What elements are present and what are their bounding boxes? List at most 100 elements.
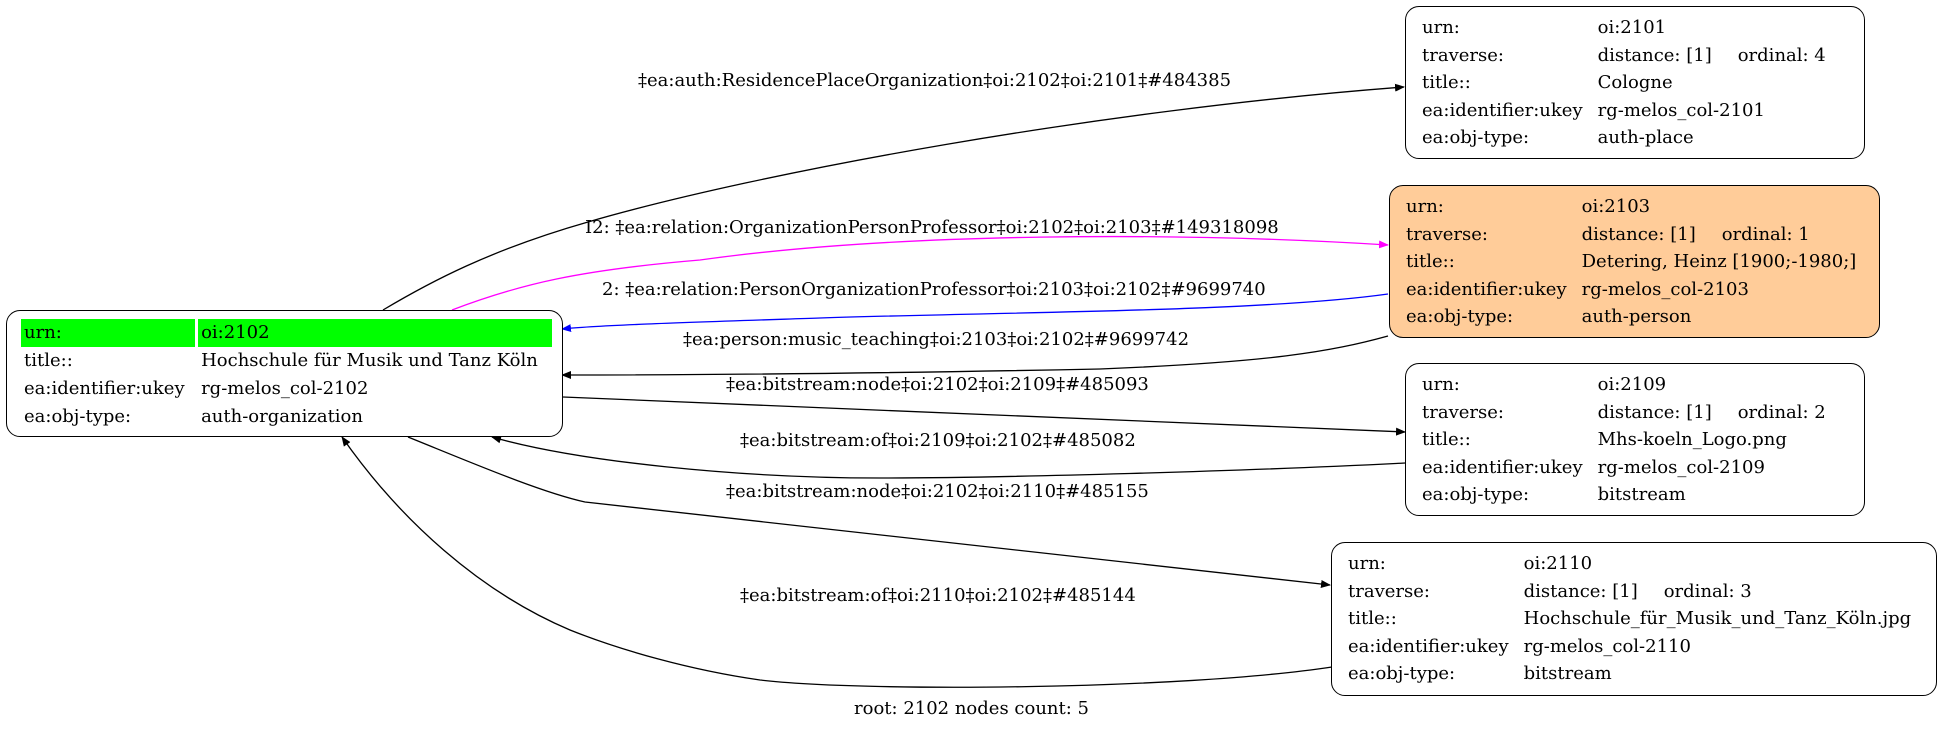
row-key: title:: [1422, 429, 1471, 450]
node-row-title: title::Hochschule_für_Musik_und_Tanz_Köl… [1345, 605, 1917, 633]
node-row-traverse: traverse:distance: [1]ordinal: 3 [1345, 578, 1917, 606]
node-row-traverse: traverse: distance: [1] ordinal: 2 [1419, 399, 1832, 427]
row-key: ea:obj-type: [24, 406, 132, 427]
row-value: oi:2101 [1597, 17, 1667, 38]
node-2103-table: urn: oi:2103 traverse: distance: [1] ordina… [1403, 193, 1862, 331]
traverse-distance: distance: [1] [1581, 223, 1696, 245]
row-key: ea:identifier:ukey [1422, 99, 1583, 121]
row-key: ea:identifier:ukey [24, 378, 185, 399]
row-value: bitstream [1523, 663, 1612, 684]
node-2102-table: urn: oi:2102 title:: Hochschule für Musi… [21, 319, 552, 431]
row-value: rg-melos_col-2101 [1597, 99, 1765, 121]
node-row-urn: urn: oi:2103 [1403, 193, 1862, 221]
row-key: ea:obj-type: [1406, 306, 1514, 327]
edge-label-e6: ‡ea:bitstream:of‡oi:2109‡oi:2102‡#485082 [740, 430, 1136, 451]
traverse-distance: distance: [1] [1523, 580, 1638, 602]
row-value: bitstream [1597, 484, 1686, 505]
node-row-ukey: ea:identifier:ukey rg-melos_col-2103 [1403, 276, 1862, 304]
edge-label-e1: ‡ea:auth:ResidencePlaceOrganization‡oi:2… [638, 70, 1232, 91]
row-value: auth-person [1581, 306, 1692, 327]
edge-e7 [407, 436, 1331, 588]
traverse-distance: distance: [1] [1597, 401, 1712, 423]
edge-label-e2: I2: ‡ea:relation:OrganizationPersonProfe… [585, 217, 1279, 238]
row-value: oi:2103 [1581, 196, 1651, 217]
row-key: ea:identifier:ukey [1422, 456, 1583, 478]
node-row-objtype: ea:obj-type: auth-person [1403, 303, 1862, 331]
row-key: ea:obj-type: [1348, 663, 1456, 684]
row-key: ea:obj-type: [1422, 484, 1530, 505]
edge-label-e5: ‡ea:bitstream:node‡oi:2102‡oi:2109‡#4850… [726, 374, 1149, 395]
node-row-urn: urn: oi:2110 [1345, 550, 1917, 578]
node-row-traverse: traverse: distance: [1] ordinal: 1 [1403, 221, 1862, 249]
row-key: traverse: [1422, 44, 1504, 66]
row-key: ea:identifier:ukey [1348, 635, 1509, 657]
row-value: Mhs-koeln_Logo.png [1597, 429, 1787, 450]
edge-label-e8: ‡ea:bitstream:of‡oi:2110‡oi:2102‡#485144 [740, 585, 1136, 606]
row-key: urn: [1406, 196, 1444, 217]
edge-label-e4: ‡ea:person:music_teaching‡oi:2103‡oi:210… [683, 329, 1190, 350]
row-value: Hochschule_für_Musik_und_Tanz_Köln.jpg [1523, 608, 1912, 629]
row-value: distance: [1] ordinal: 1 [1579, 221, 1863, 249]
row-key: urn: [21, 319, 199, 347]
row-value: Hochschule für Musik und Tanz Köln [201, 350, 538, 371]
row-key: urn: [1422, 17, 1460, 38]
row-key: title:: [1348, 608, 1397, 629]
row-value: auth-place [1597, 127, 1694, 148]
row-key: ea:obj-type: [1422, 127, 1530, 148]
traverse-ordinal: ordinal: 4 [1737, 44, 1826, 66]
node-row-ukey: ea:identifier:ukey rg-melos_col-2102 [21, 375, 552, 403]
node-oi-2101[interactable]: urn: oi:2101 traverse: distance: [1] ordina… [1405, 6, 1865, 159]
node-row-ukey: ea:identifier:ukey rg-melos_col-2101 [1419, 97, 1832, 125]
node-row-traverse: traverse: distance: [1] ordinal: 4 [1419, 42, 1832, 70]
row-key: urn: [1348, 553, 1386, 574]
row-key: traverse: [1422, 401, 1504, 423]
traverse-distance: distance: [1] [1597, 44, 1712, 66]
row-value: rg-melos_col-2103 [1581, 278, 1749, 300]
traverse-ordinal: ordinal: 1 [1721, 223, 1810, 245]
row-key: traverse: [1406, 223, 1488, 245]
row-value: distance: [1] ordinal: 3 [1521, 578, 1918, 606]
row-value: oi:2109 [1597, 374, 1667, 395]
node-row-objtype: ea:obj-type: auth-organization [21, 403, 552, 431]
row-value: rg-melos_col-2109 [1597, 456, 1765, 478]
edge-e4 [561, 335, 1389, 379]
node-row-ukey: ea:identifier:ukey rg-melos_col-2109 [1419, 454, 1832, 482]
row-value: oi:2110 [1523, 553, 1593, 574]
node-row-objtype: ea:obj-type: bitstream [1419, 481, 1832, 509]
node-row-title: title::Mhs-koeln_Logo.png [1419, 426, 1832, 454]
edge-e8 [341, 436, 1333, 688]
graph-footer: root: 2102 nodes count: 5 [854, 698, 1089, 719]
node-2101-table: urn: oi:2101 traverse: distance: [1] ordina… [1419, 14, 1832, 152]
row-value: distance: [1] ordinal: 2 [1595, 399, 1832, 427]
edge-e1 [382, 83, 1405, 311]
node-oi-2103[interactable]: urn: oi:2103 traverse: distance: [1] ordina… [1389, 185, 1880, 338]
edge-e5 [562, 396, 1406, 436]
row-key: title:: [1406, 251, 1455, 272]
row-key: title:: [24, 350, 73, 371]
row-value: rg-melos_col-2102 [201, 378, 369, 399]
edge-e6 [491, 435, 1406, 479]
row-key: ea:identifier:ukey [1406, 278, 1567, 300]
node-row-urn: urn: oi:2109 [1419, 371, 1832, 399]
traverse-ordinal: ordinal: 2 [1737, 401, 1826, 423]
node-row-title: title:: Hochschule für Musik und Tanz Kö… [21, 347, 552, 375]
row-value: rg-melos_col-2110 [1523, 635, 1691, 657]
row-value: Detering, Heinz [1900;-1980;] [1581, 251, 1857, 272]
edge-label-e3: 2: ‡ea:relation:PersonOrganizationProfes… [602, 279, 1266, 300]
node-row-urn: urn: oi:2102 [21, 319, 552, 347]
node-2109-table: urn: oi:2109 traverse: distance: [1] ordina… [1419, 371, 1832, 509]
node-row-title: title::Detering, Heinz [1900;-1980;] [1403, 248, 1862, 276]
row-value: Cologne [1597, 72, 1673, 93]
traverse-ordinal: ordinal: 3 [1663, 580, 1752, 602]
row-key: urn: [1422, 374, 1460, 395]
node-row-objtype: ea:obj-type: bitstream [1345, 660, 1917, 688]
node-oi-2102[interactable]: urn: oi:2102 title:: Hochschule für Musi… [6, 310, 563, 437]
edge-e3 [561, 293, 1389, 333]
node-oi-2109[interactable]: urn: oi:2109 traverse: distance: [1] ordina… [1405, 363, 1865, 516]
row-key: title:: [1422, 72, 1471, 93]
node-row-ukey: ea:identifier:ukey rg-melos_col-2110 [1345, 633, 1917, 661]
node-oi-2110[interactable]: urn:oi:2110 traverse:distance: [1]ordina… [1331, 542, 1937, 696]
row-value: oi:2102 [198, 319, 552, 347]
